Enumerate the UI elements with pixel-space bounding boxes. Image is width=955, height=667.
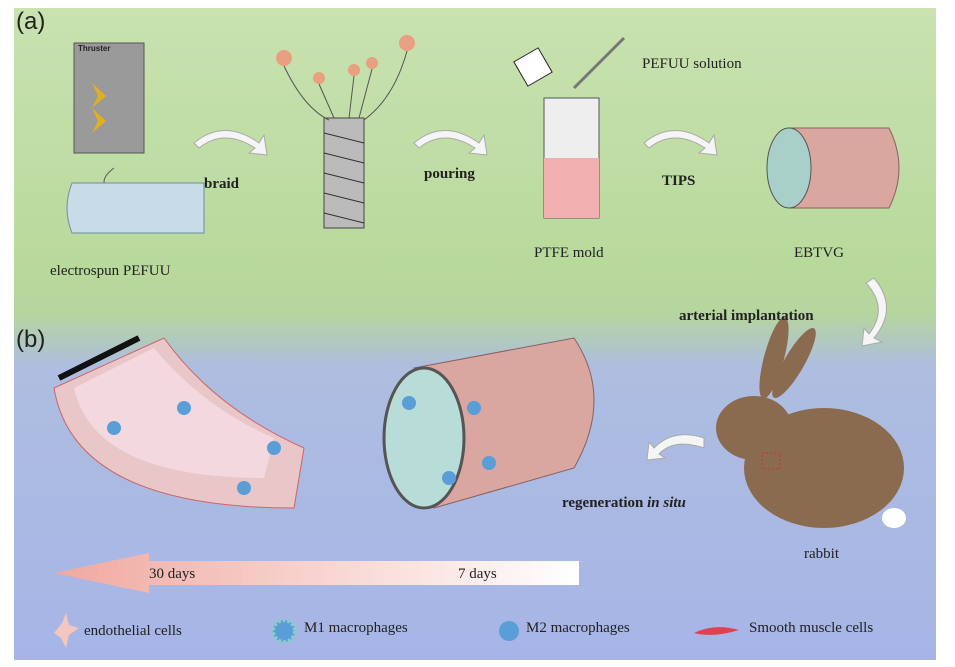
panel-b-label: (b): [16, 326, 46, 353]
implantation-label: arterial implantation: [679, 308, 814, 324]
rabbit-label: rabbit: [804, 546, 839, 562]
electrospun-label: electrospun PEFUU: [50, 263, 171, 279]
ptfe-mold: [513, 36, 626, 219]
pouring-label: pouring: [424, 166, 475, 182]
graft-in-situ: [382, 337, 595, 510]
panel-a-label: (a): [16, 8, 46, 35]
mold-label: PTFE mold: [534, 245, 604, 261]
day7-label: 7 days: [458, 566, 497, 582]
ebtvg-graft: [766, 127, 900, 209]
legend-m2: M2 macrophages: [526, 620, 630, 636]
legend-endothelial: endothelial cells: [84, 623, 182, 639]
legend-m1: M1 macrophages: [304, 620, 408, 636]
rabbit: [716, 317, 906, 528]
illustration: [53, 35, 906, 648]
braid-label: braid: [204, 176, 240, 192]
graft-label: EBTVG: [794, 245, 844, 261]
solution-label: PEFUU solution: [642, 56, 742, 72]
figure: (a) Thruster electrospun PEFUU braid pou…: [14, 8, 936, 660]
regenerated-artery: [53, 335, 305, 509]
regeneration-label: regeneration in situ: [562, 495, 686, 511]
day30-label: 30 days: [149, 566, 196, 582]
legend-smooth-muscle: Smooth muscle cells: [749, 620, 874, 636]
thruster-label: Thruster: [78, 44, 111, 53]
legend-icons: [54, 613, 739, 648]
time-arrow: [54, 553, 579, 593]
braided-tube: [276, 35, 415, 229]
process-arrows: [193, 130, 887, 461]
tips-label: TIPS: [662, 173, 696, 189]
electrospinning-device: [66, 42, 205, 234]
